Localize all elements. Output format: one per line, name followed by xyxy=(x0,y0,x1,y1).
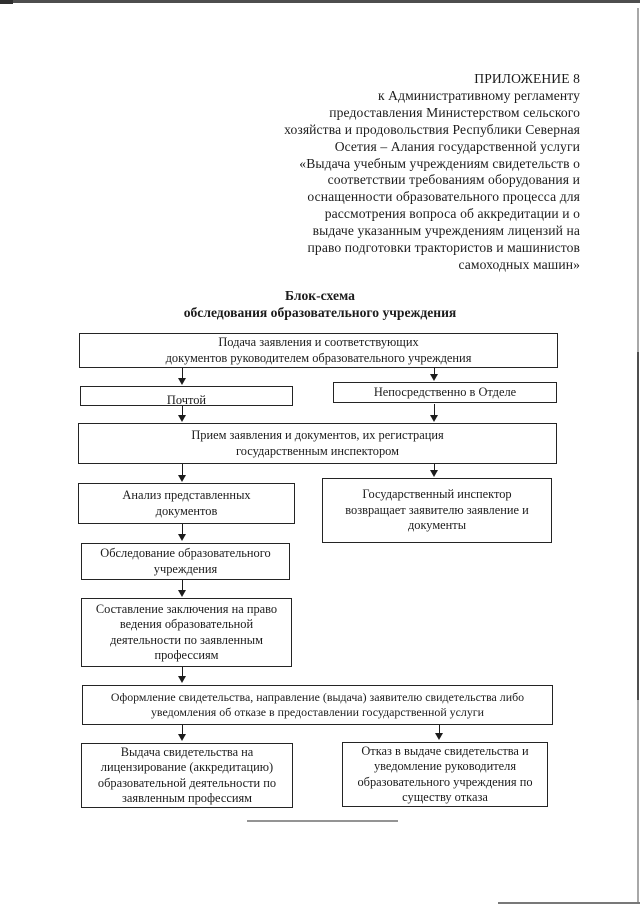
flow-box-issuance-notice: Оформление свидетельства, направление (в… xyxy=(82,685,553,725)
flow-arrow-down xyxy=(434,725,443,740)
flow-box-by-mail: Почтой xyxy=(80,386,293,406)
flow-arrow-down xyxy=(429,368,438,381)
flow-box-submission: Подача заявления и соответствующих докум… xyxy=(79,333,558,368)
appendix-header: ПРИЛОЖЕНИЕ 8 к Административному регламе… xyxy=(284,71,580,272)
flow-arrow-down xyxy=(177,667,186,683)
flow-arrow-down xyxy=(429,464,438,477)
flowchart-title: Блок-схема обследования образовательного… xyxy=(183,288,457,320)
scan-edge-right-dark xyxy=(636,352,639,700)
scan-underline-artifact xyxy=(247,820,398,822)
flow-box-conclusion: Составление заключения на право ведения … xyxy=(81,598,292,667)
scan-corner-mark xyxy=(0,0,13,4)
flow-box-in-person: Непосредственно в Отделе xyxy=(333,382,557,403)
flow-arrow-down xyxy=(177,464,186,482)
flow-box-refusal: Отказ в выдаче свидетельства и уведомлен… xyxy=(342,742,548,807)
flow-arrow-down xyxy=(177,524,186,541)
flow-arrow-down xyxy=(177,725,186,741)
flow-arrow-down xyxy=(177,580,186,597)
flow-arrow-down xyxy=(177,406,186,422)
flow-box-inspector-returns: Государственный инспектор возвращает зая… xyxy=(322,478,552,543)
flow-box-certificate-issued: Выдача свидетельства на лицензирование (… xyxy=(81,743,293,808)
flow-arrow-down xyxy=(177,368,186,385)
scan-line-bottom-right xyxy=(498,901,640,904)
flow-box-reception: Прием заявления и документов, их регистр… xyxy=(78,423,557,464)
flow-box-analysis: Анализ представленных документов xyxy=(78,483,295,524)
scan-edge-top xyxy=(0,0,640,3)
flow-arrow-down xyxy=(429,404,438,422)
flow-box-inspection: Обследование образовательного учреждения xyxy=(81,543,290,580)
